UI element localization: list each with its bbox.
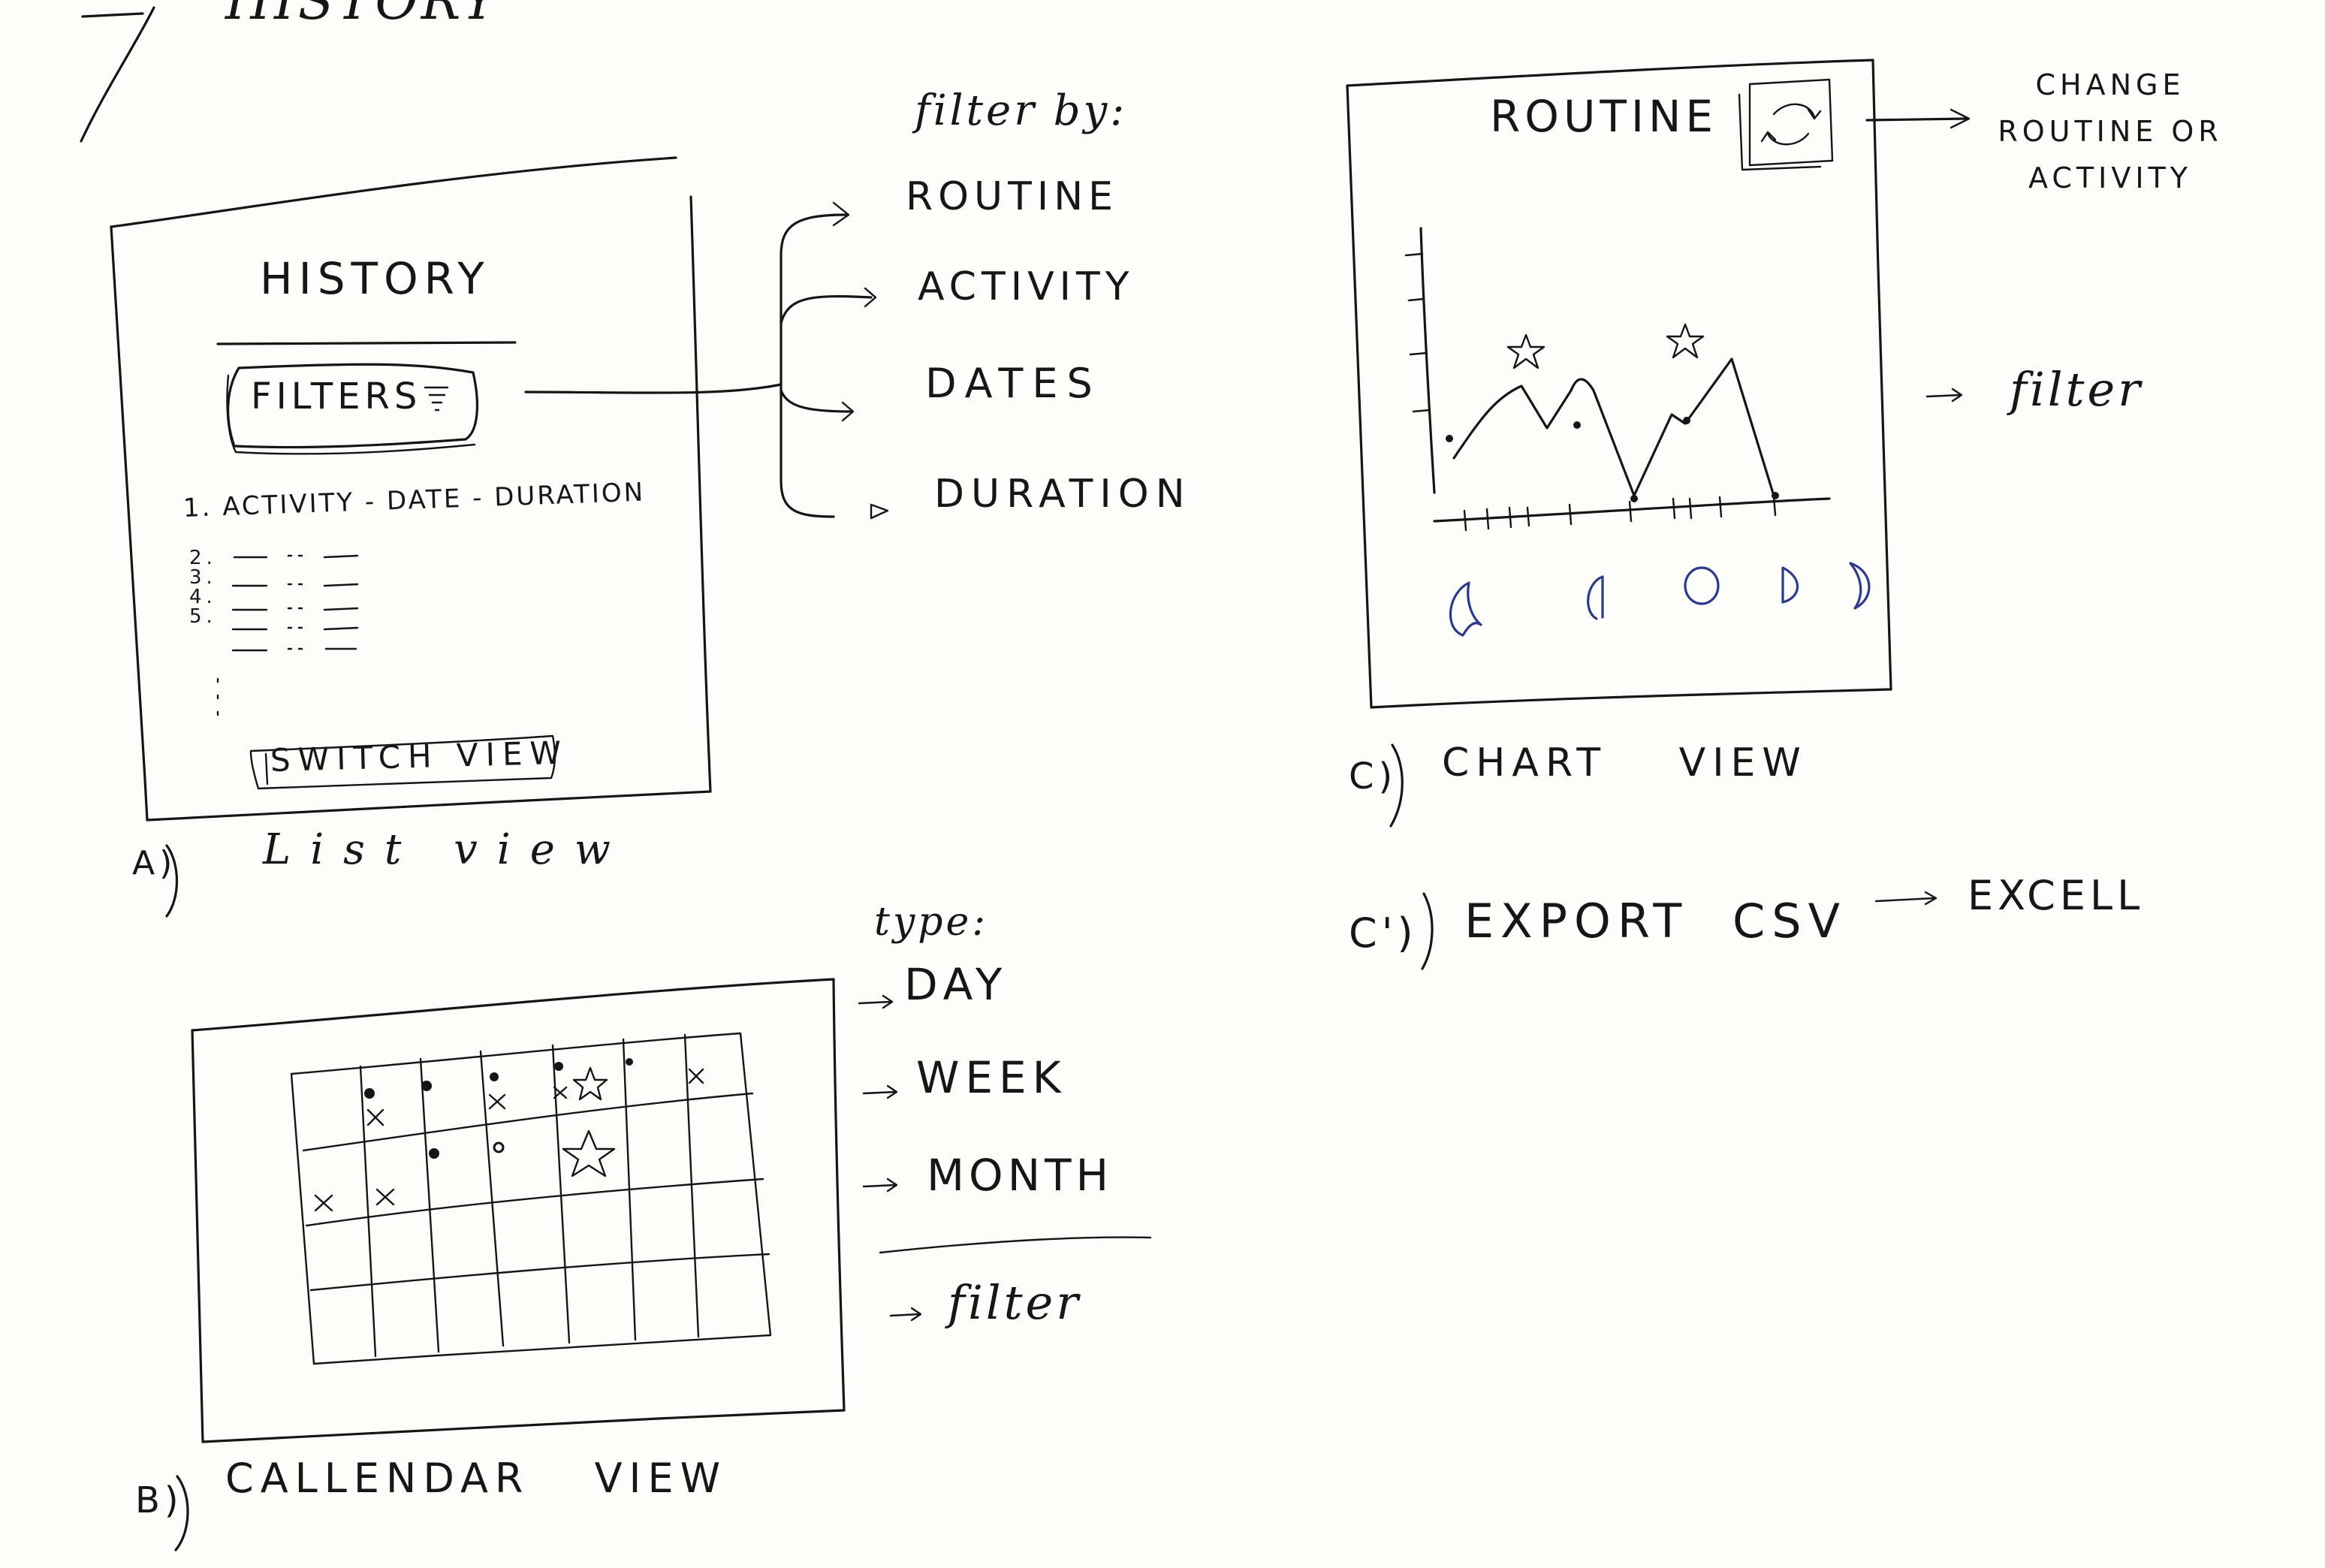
- list-view-frame: [110, 156, 712, 822]
- chart-view-frame: [1346, 59, 1892, 709]
- filter-by-heading: filter by:: [915, 86, 1128, 135]
- calendar-type-day: DAY: [904, 959, 1009, 1010]
- export-caption: EXPORT CSV: [1464, 894, 1847, 948]
- filter-option-activity: ACTIVITY: [918, 264, 1135, 309]
- calendar-filter-note: filter: [948, 1275, 1081, 1330]
- crescent-moon-icon: [1449, 581, 1482, 637]
- row-number: 2.: [189, 547, 217, 569]
- filters-button[interactable]: FILTERS: [251, 375, 422, 418]
- waning-moon-icon: [1849, 562, 1871, 610]
- calendar-caption-letter: B): [135, 1479, 183, 1521]
- switch-view-button[interactable]: SWITCH VIEW: [270, 734, 569, 779]
- filter-option-routine: ROUTINE: [906, 174, 1118, 219]
- switch-view-outline: [249, 734, 556, 790]
- change-routine-note: CHANGE ROUTINE OR ACTIVITY: [1998, 68, 2223, 194]
- moon-phases: [1449, 562, 1871, 637]
- heading-arrow: [80, 6, 155, 143]
- filter-option-duration: DURATION: [934, 472, 1192, 517]
- calendar-frame: [191, 978, 846, 1443]
- chart-axes: [1404, 227, 1831, 532]
- chart-filter-arrow: [1925, 387, 1963, 403]
- calendar-type-arrows: [858, 994, 1152, 1322]
- page-heading: HISTORY: [225, 0, 500, 32]
- chart-filter-note: filter: [2010, 362, 2143, 417]
- chart-line: [1446, 357, 1779, 502]
- swap-icon: [1738, 78, 1834, 171]
- first-quarter-moon-icon: [1587, 575, 1604, 620]
- filter-connector: [524, 201, 889, 520]
- calendar-caption: CALLENDAR VIEW: [225, 1455, 727, 1502]
- calendar-type-month: MONTH: [927, 1150, 1114, 1201]
- list-rows-sketch: [216, 554, 359, 716]
- calendar-type-heading: type:: [874, 900, 988, 945]
- row-number: 4.: [189, 586, 217, 608]
- row-number: 5.: [189, 605, 217, 628]
- export-caption-letter: C'): [1349, 909, 1418, 957]
- filters-button-outline: [226, 363, 479, 455]
- chart-caption-letter: C): [1349, 755, 1398, 798]
- filter-option-dates: DATES: [925, 360, 1102, 407]
- export-arrow: [1874, 891, 1938, 906]
- row-number: 3.: [189, 566, 217, 589]
- caption-parens: [165, 743, 1434, 1551]
- last-quarter-moon-icon: [1781, 566, 1799, 604]
- list-view-caption-letter: A): [132, 844, 177, 882]
- chart-star-markers: [1506, 323, 1705, 369]
- list-view-caption: List view: [263, 825, 630, 874]
- calendar-grid: [290, 1032, 772, 1365]
- calendar-marks: [314, 1058, 704, 1212]
- chart-title: ROUTINE: [1490, 91, 1717, 142]
- list-view-title: HISTORY: [260, 253, 490, 304]
- full-moon-icon: [1684, 566, 1720, 605]
- list-row-numbers: 2. 3. 4. 5.: [189, 548, 217, 626]
- calendar-type-week: WEEK: [916, 1052, 1067, 1103]
- export-target: EXCELL: [1968, 872, 2145, 919]
- chart-caption: CHART VIEW: [1442, 740, 1808, 786]
- change-arrow: [1865, 108, 1971, 129]
